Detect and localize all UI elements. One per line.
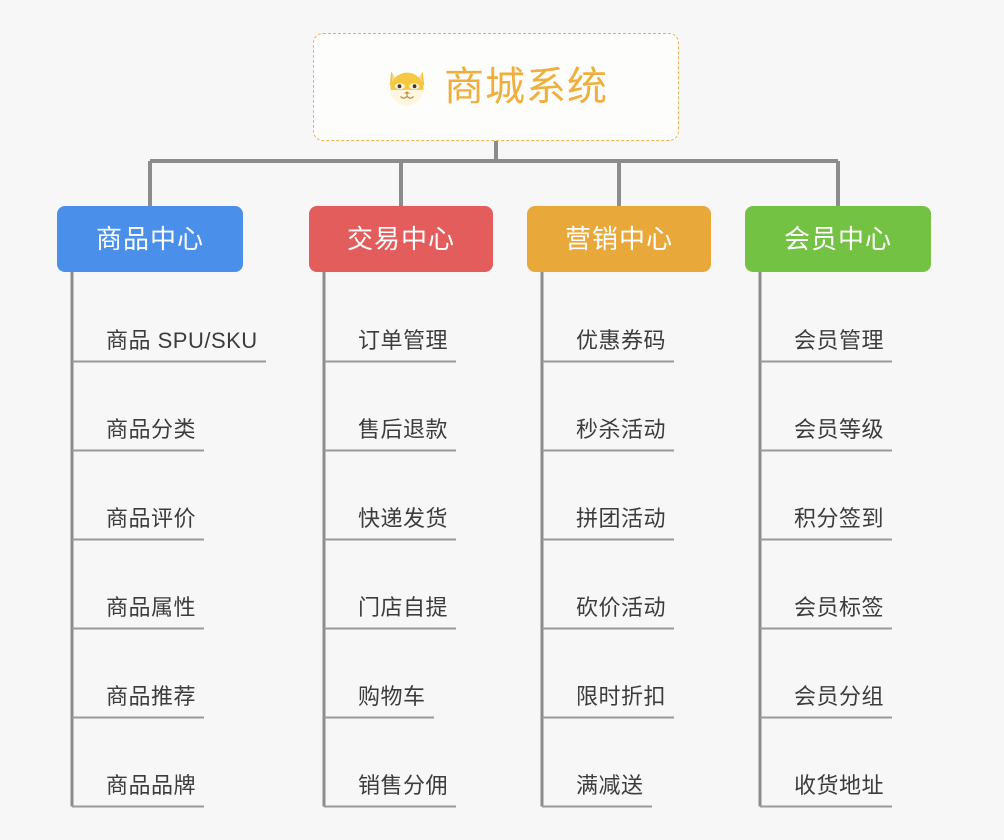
leaf-label: 砍价活动	[576, 595, 667, 620]
branch-label-1: 交易中心	[346, 224, 455, 254]
leaf-column-3: 会员管理 会员等级 积分签到 会员标签 会员分组 收货地址	[760, 272, 892, 806]
leaf-label: 积分签到	[794, 506, 885, 531]
branch-label-2: 营销中心	[564, 224, 673, 254]
leaf-item[interactable]: 满减送	[542, 717, 674, 806]
leaf-column-1: 订单管理 售后退款 快递发货 门店自提 购物车 销售分佣	[324, 272, 456, 806]
leaf-item[interactable]: 快递发货	[324, 450, 456, 539]
leaf-label: 优惠券码	[576, 328, 667, 353]
leaf-item[interactable]: 商品属性	[72, 539, 266, 628]
leaf-label: 商品 SPU/SKU	[106, 328, 258, 353]
leaf-item[interactable]: 收货地址	[760, 717, 892, 806]
leaf-label: 会员分组	[794, 684, 885, 709]
leaf-item[interactable]: 会员管理	[760, 272, 892, 361]
root-title: 商城系统	[444, 65, 608, 109]
branch-label-3: 会员中心	[783, 224, 892, 254]
leaf-label: 门店自提	[358, 595, 449, 620]
leaf-item[interactable]: 积分签到	[760, 450, 892, 539]
leaf-item[interactable]: 商品 SPU/SKU	[72, 272, 266, 361]
leaf-label: 拼团活动	[576, 506, 667, 531]
leaf-item[interactable]: 秒杀活动	[542, 361, 674, 450]
branch-node-2[interactable]: 营销中心	[527, 206, 711, 272]
leaf-label: 会员管理	[794, 328, 885, 353]
leaf-item[interactable]: 商品评价	[72, 450, 266, 539]
leaf-label: 商品推荐	[106, 684, 197, 709]
leaf-label: 会员等级	[794, 417, 885, 442]
leaf-item[interactable]: 销售分佣	[324, 717, 456, 806]
leaf-item[interactable]: 砍价活动	[542, 539, 674, 628]
leaf-label: 购物车	[358, 684, 426, 709]
leaf-label: 商品评价	[106, 506, 197, 531]
branch-node-3[interactable]: 会员中心	[745, 206, 931, 272]
shiba-dog-face-icon	[389, 71, 425, 106]
leaf-item[interactable]: 商品分类	[72, 361, 266, 450]
leaf-item[interactable]: 拼团活动	[542, 450, 674, 539]
leaf-label: 订单管理	[358, 328, 449, 353]
leaf-label: 限时折扣	[576, 684, 667, 709]
leaf-item[interactable]: 会员分组	[760, 628, 892, 717]
leaf-item[interactable]: 门店自提	[324, 539, 456, 628]
branch-node-1[interactable]: 交易中心	[309, 206, 493, 272]
leaf-item[interactable]: 商品品牌	[72, 717, 266, 806]
leaf-label: 商品品牌	[106, 773, 197, 798]
root-node[interactable]: 商城系统	[313, 33, 679, 141]
leaf-item[interactable]: 购物车	[324, 628, 456, 717]
leaf-label: 商品属性	[106, 595, 197, 620]
leaf-label: 秒杀活动	[576, 417, 667, 442]
leaf-item[interactable]: 会员标签	[760, 539, 892, 628]
leaf-label: 售后退款	[358, 417, 449, 442]
leaf-label: 销售分佣	[358, 773, 449, 798]
leaf-label: 收货地址	[794, 773, 885, 798]
leaf-column-2: 优惠券码 秒杀活动 拼团活动 砍价活动 限时折扣 满减送	[542, 272, 674, 806]
leaf-label: 快递发货	[358, 506, 449, 531]
leaf-item[interactable]: 会员等级	[760, 361, 892, 450]
leaf-label: 商品分类	[106, 417, 197, 442]
leaf-item[interactable]: 优惠券码	[542, 272, 674, 361]
leaf-item[interactable]: 限时折扣	[542, 628, 674, 717]
branch-label-0: 商品中心	[95, 224, 204, 254]
leaf-item[interactable]: 商品推荐	[72, 628, 266, 717]
leaf-item[interactable]: 订单管理	[324, 272, 456, 361]
leaf-item[interactable]: 售后退款	[324, 361, 456, 450]
branch-node-0[interactable]: 商品中心	[57, 206, 243, 272]
leaf-label: 满减送	[576, 773, 644, 798]
leaf-column-0: 商品 SPU/SKU 商品分类 商品评价 商品属性 商品推荐 商品品牌	[72, 272, 266, 806]
leaf-label: 会员标签	[794, 595, 885, 620]
